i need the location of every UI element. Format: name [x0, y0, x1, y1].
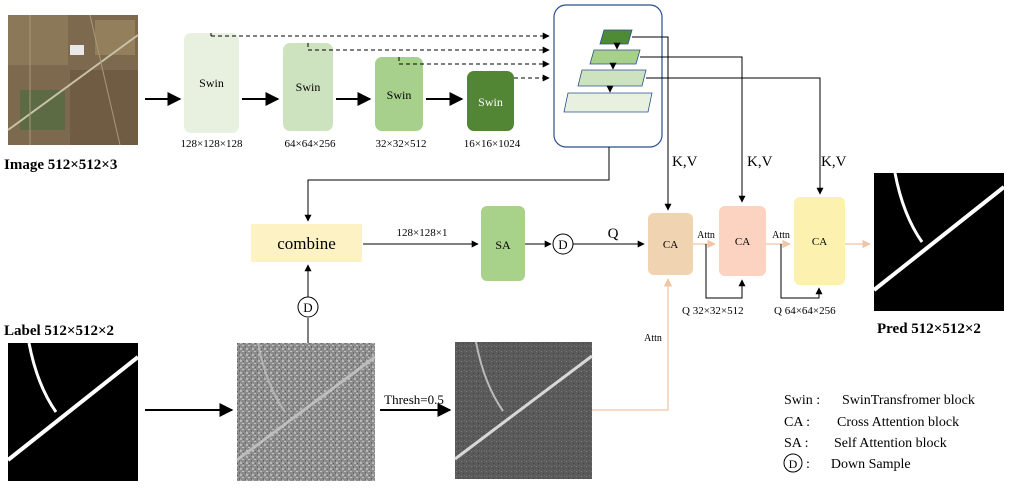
dim-combine-sa: 128×128×1 [397, 227, 448, 239]
pred-image [872, 172, 1006, 311]
label-label: Label 512×512×2 [4, 323, 114, 339]
swin-block-4: Swin 16×16×1024 [464, 71, 521, 150]
q-dims-1: Q 32×32×512 [682, 305, 744, 317]
input-satellite-image [7, 14, 139, 146]
legend-desc-swin: SwinTransfromer block [842, 393, 975, 408]
swin-block-3: Swin 32×32×512 [375, 57, 426, 150]
attn-label-2: Attn [772, 230, 790, 241]
kv-label-2: K,V [747, 154, 773, 170]
feature-pyramid-box [553, 4, 663, 148]
legend-desc-d: : Down Sample [806, 457, 911, 472]
swin-block-1-dims: 128×128×128 [181, 138, 243, 150]
swin-block-2-dims: 64×64×256 [285, 138, 336, 150]
ca-block-3-box [794, 197, 845, 285]
pyramid-level-4 [563, 92, 653, 113]
swin-block-4-label: Swin [478, 95, 503, 109]
swin-block-2-label: Swin [296, 80, 321, 94]
image-label: Image 512×512×3 [4, 157, 117, 173]
ca-block-3-label: CA [812, 236, 827, 248]
sa-block: SA [481, 206, 525, 281]
q-loop-ca3 [780, 244, 823, 299]
q-label: Q [608, 226, 619, 242]
kv-label-1: K,V [672, 154, 698, 170]
swin-block-3-box [375, 57, 423, 131]
ca-block-1-box [648, 213, 693, 275]
thresholded-image [454, 341, 593, 479]
swin-block-4-box [467, 71, 514, 131]
swin-block-4-dims: 16×16×1024 [464, 138, 521, 150]
legend-key-ca: CA : [784, 415, 810, 430]
arrow-thresh-attn-to-ca1 [592, 278, 673, 411]
swin-block-2: Swin 64×64×256 [283, 43, 336, 150]
pyramid-level-1 [599, 29, 633, 45]
legend-key-d: D [789, 457, 798, 471]
q-loop-ca2 [705, 244, 746, 299]
legend-desc-ca: Cross Attention block [837, 415, 959, 430]
legend-key-swin: Swin : [784, 393, 820, 408]
swin-block-1-box [184, 33, 239, 133]
noisy-label-image [236, 342, 376, 481]
legend-desc-sa: Self Attention block [834, 436, 947, 451]
legend: Swin : SwinTransfromer block CA : Cross … [783, 393, 975, 473]
combine-label: combine [277, 234, 336, 253]
swin-block-3-label: Swin [387, 88, 412, 102]
combine-block: combine [251, 224, 362, 262]
swin-block-3-dims: 32×32×512 [376, 138, 427, 150]
q-dims-2: Q 64×64×256 [774, 305, 836, 317]
downsample-node-2: D [297, 296, 319, 318]
pyramid-level-2 [589, 49, 641, 65]
arrow-pyramid-to-combine [304, 147, 610, 222]
downsample-node-1: D [552, 233, 574, 255]
dashed-skip-connections [210, 32, 550, 82]
legend-key-sa: SA : [784, 436, 809, 451]
kv-connections [632, 36, 824, 211]
swin-block-2-box [283, 43, 333, 131]
swin-block-1: Swin 128×128×128 [181, 33, 243, 150]
combine-box [251, 224, 362, 262]
pyramid-level-3 [577, 69, 647, 87]
legend-downsample-circle [783, 453, 803, 473]
downsample-symbol-1: D [558, 237, 567, 252]
downsample-symbol-2: D [303, 300, 312, 315]
attn-label-1: Attn [697, 230, 715, 241]
thresh-label: Thresh=0.5 [384, 392, 444, 407]
sa-label: SA [495, 238, 511, 252]
kv-label-3: K,V [821, 154, 847, 170]
ca-block-2-box [719, 206, 766, 276]
label-image [6, 342, 140, 481]
attn-label-3: Attn [644, 333, 662, 344]
ca-block-1-label: CA [663, 239, 678, 251]
swin-block-1-label: Swin [199, 76, 224, 90]
ca-block-1: CA [648, 213, 693, 275]
ca-block-2: CA [719, 206, 766, 276]
sa-box [481, 206, 525, 281]
ca-block-3: CA [794, 197, 845, 285]
pred-label: Pred 512×512×2 [877, 321, 981, 337]
ca-block-2-label: CA [735, 236, 750, 248]
